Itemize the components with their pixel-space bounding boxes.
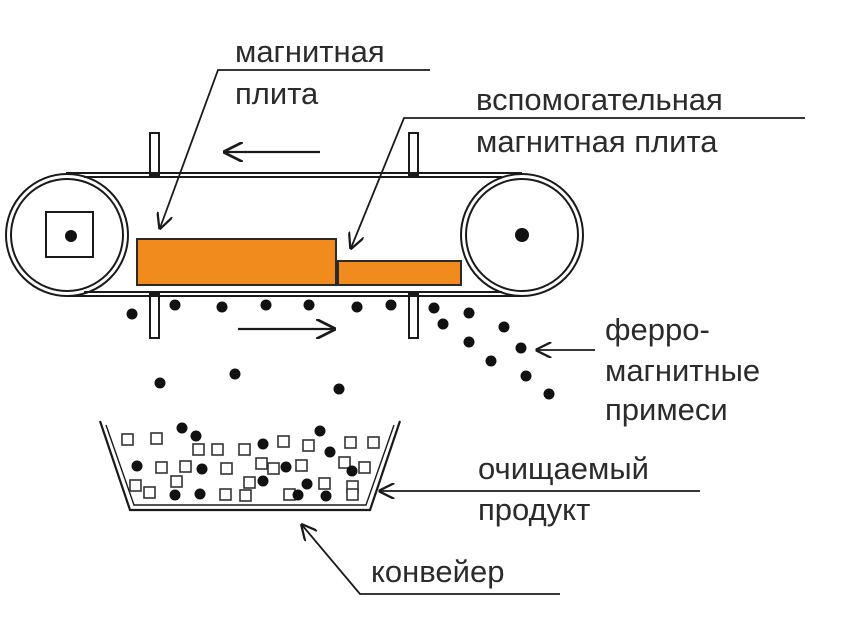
post-left-bottom <box>149 293 160 339</box>
auxiliary-magnetic-plate <box>337 260 462 286</box>
label-product-line1: очищаемый <box>478 451 649 486</box>
label-ferro-line2: магнитные <box>605 353 760 388</box>
label-aux-plate: вспомогательная магнитная плита <box>476 82 731 159</box>
leader-lines <box>160 69 805 595</box>
label-product-line2: продукт <box>478 492 590 527</box>
post-right-top <box>408 132 419 176</box>
label-magnetic-plate-line1: магнитная <box>235 34 385 69</box>
label-ferro-line1: ферро- <box>605 312 710 347</box>
conveyor-hopper-inner <box>105 424 395 506</box>
conveyor-hopper <box>98 420 402 512</box>
belt-posts <box>149 132 419 339</box>
label-magnetic-plate-line2: плита <box>235 76 319 111</box>
label-conveyor-line1: конвейер <box>371 554 504 589</box>
leader-aux-plate <box>351 117 805 248</box>
product-particles <box>121 422 380 502</box>
magnetic-plate <box>136 238 337 286</box>
label-aux-plate-line2: магнитная плита <box>476 124 718 159</box>
conveyor-belt <box>66 172 522 297</box>
label-ferro-line3: примеси <box>605 392 728 427</box>
post-right-bottom <box>408 293 419 339</box>
belt-direction-arrows <box>225 152 334 329</box>
right-pulley <box>460 173 584 297</box>
post-left-top <box>149 132 160 176</box>
label-conveyor: конвейер <box>371 554 504 589</box>
leader-conveyor <box>302 525 560 595</box>
label-ferro: ферро- магнитные примеси <box>605 312 769 427</box>
label-magnetic-plate: магнитная плита <box>235 34 393 111</box>
ferromagnetic-particles <box>126 299 555 400</box>
label-aux-plate-line1: вспомогательная <box>476 82 723 117</box>
leader-magnetic-plate <box>160 69 430 228</box>
left-pulley <box>5 173 129 297</box>
label-product: очищаемый продукт <box>478 451 658 527</box>
